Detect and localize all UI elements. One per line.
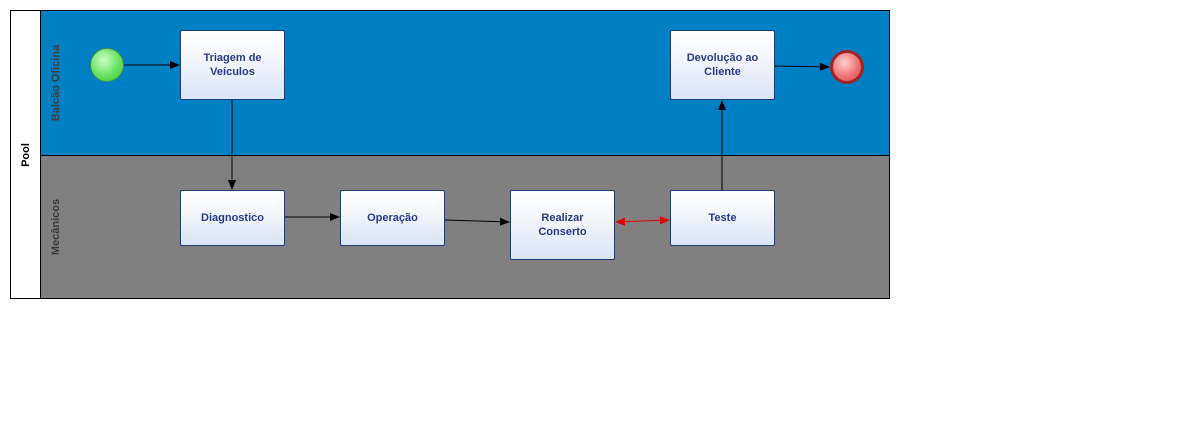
task-devolucao-ao-cliente[interactable]: Devolução ao Cliente xyxy=(670,30,775,100)
end-event[interactable] xyxy=(830,50,864,84)
lane-header-balcao: Balcão Oficina xyxy=(41,11,71,155)
lane-label-mecanicos: Mecânicos xyxy=(50,198,62,256)
task-label: Diagnostico xyxy=(201,212,264,224)
task-operacao[interactable]: Operação xyxy=(340,190,445,246)
pool-header: Pool xyxy=(11,11,41,298)
task-label: Devolução ao Cliente xyxy=(686,52,759,78)
task-label: Teste xyxy=(708,212,737,224)
task-label: Operação xyxy=(367,212,418,224)
task-label: Triagem de Veículos xyxy=(203,52,262,78)
lane-label-balcao: Balcão Oficina xyxy=(50,44,62,122)
start-event[interactable] xyxy=(90,48,124,82)
task-teste[interactable]: Teste xyxy=(670,190,775,246)
task-label: Realizar Conserto xyxy=(538,212,587,238)
task-triagem-de-veiculos[interactable]: Triagem de Veículos xyxy=(180,30,285,100)
pool-label: Pool xyxy=(19,142,32,167)
task-diagnostico[interactable]: Diagnostico xyxy=(180,190,285,246)
lane-header-mecanicos: Mecânicos xyxy=(41,156,71,298)
task-realizar-conserto[interactable]: Realizar Conserto xyxy=(510,190,615,260)
